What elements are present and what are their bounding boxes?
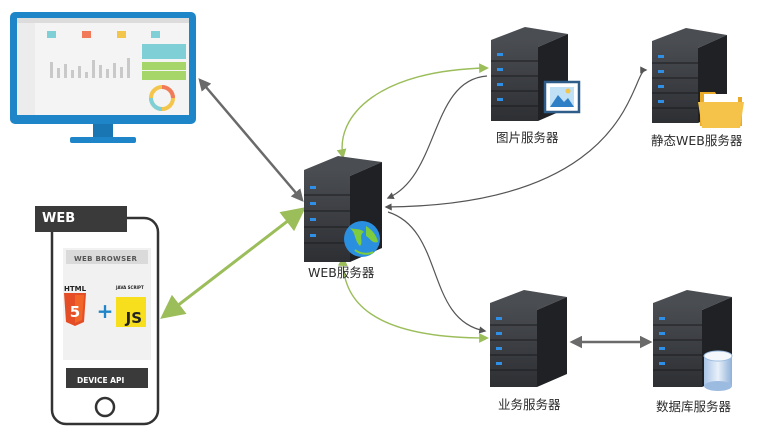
arrow-phone-web: [160, 207, 306, 319]
desktop-monitor-icon: [10, 12, 196, 143]
js-badge: JS: [125, 309, 142, 327]
web-server-icon: [304, 156, 382, 262]
image-server-label: 图片服务器: [496, 130, 559, 145]
business-server-label: 业务服务器: [498, 397, 561, 412]
arrow-web-business-green: [337, 256, 489, 343]
database-server-label: 数据库服务器: [656, 399, 732, 414]
arrow-static-web: [384, 66, 648, 211]
phone-web-tag: WEB: [42, 211, 76, 226]
arrow-web-image-green: [336, 63, 489, 159]
arrow-image-web-dark: [386, 75, 488, 199]
svg-text:5: 5: [70, 303, 80, 321]
static-server-icon: [652, 28, 744, 128]
database-server-icon: [653, 290, 733, 391]
phone-browser-title: WEB BROWSER: [74, 255, 138, 263]
mobile-phone-icon: 5 + JS: [35, 206, 160, 426]
javascript-label: JAVA SCRIPT: [116, 285, 144, 290]
arrow-web-business-dark: [387, 211, 487, 334]
static-server-label: 静态WEB服务器: [651, 133, 743, 148]
arrow-monitor-web: [198, 78, 304, 202]
svg-text:+: +: [97, 299, 114, 323]
phone-device-api: DEVICE API: [77, 376, 125, 385]
web-server-label: WEB服务器: [308, 265, 375, 280]
image-server-icon: [491, 27, 581, 121]
html5-label: HTML: [64, 285, 87, 293]
business-server-icon: [490, 290, 567, 387]
